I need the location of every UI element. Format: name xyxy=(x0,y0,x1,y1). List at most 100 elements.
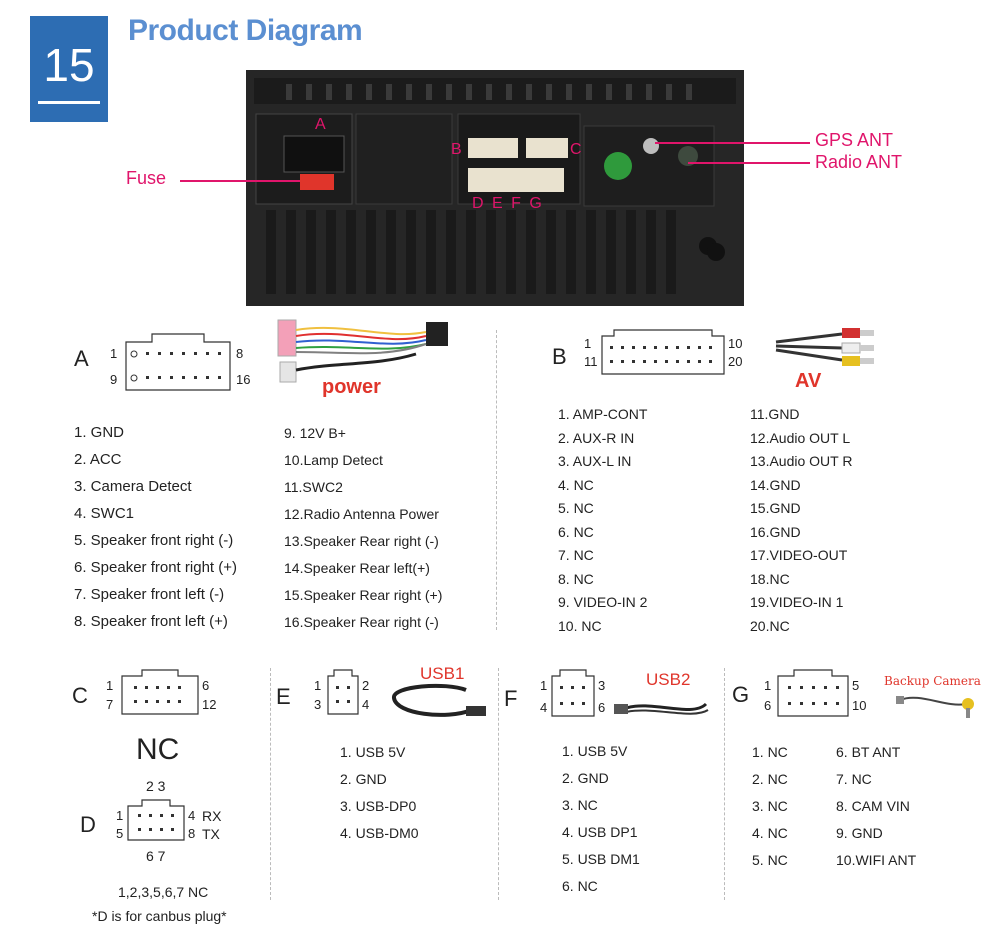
list-item: 19.VIDEO-IN 1 xyxy=(750,594,844,610)
connector-a-list-1: 1. GND 2. ACC 3. Camera Detect 4. SWC1 5… xyxy=(74,424,237,640)
divider-3 xyxy=(724,668,725,900)
connector-g-letter: G xyxy=(732,682,750,707)
power-harness-image xyxy=(277,319,448,383)
connector-b-list-1: 1. AMP-CONT 2. AUX-R IN 3. AUX-L IN 4. N… xyxy=(558,406,647,641)
list-item: 1. USB 5V xyxy=(340,744,406,760)
connector-d-pinout xyxy=(127,799,185,841)
connector-b-letter: B xyxy=(552,344,567,369)
list-item: 10.Lamp Detect xyxy=(284,452,383,468)
connector-c-pin-br: 12 xyxy=(202,697,217,712)
gps-ant-label: GPS ANT xyxy=(815,130,894,150)
connector-e-pin-bl: 3 xyxy=(314,697,322,712)
radio-ant-label: Radio ANT xyxy=(815,152,903,172)
av-cable-image xyxy=(775,328,874,366)
connector-b-list-2: 11.GND 12.Audio OUT L 13.Audio OUT R 14.… xyxy=(750,406,852,641)
list-item: 16.GND xyxy=(750,523,801,540)
connector-c-pin-tl: 1 xyxy=(106,678,114,693)
connector-f-pin-tr: 3 xyxy=(598,678,606,693)
connector-d-note-nc: 1,2,3,5,6,7 NC xyxy=(118,884,209,900)
list-item: 4. NC xyxy=(752,825,788,841)
connector-f-pinout xyxy=(551,669,595,717)
power-label: power xyxy=(322,376,381,398)
list-item: 14.GND xyxy=(750,476,801,493)
list-item: 3. USB-DP0 xyxy=(340,798,417,814)
gps-leader-line xyxy=(655,142,810,144)
list-item: 16.Speaker Rear right (-) xyxy=(284,614,439,630)
photo-label-defg: D E F G xyxy=(472,195,544,212)
connector-g-list-1: 1. NC 2. NC 3. NC 4. NC 5. NC xyxy=(752,744,788,879)
connector-e-letter: E xyxy=(276,684,291,709)
list-item: 15.Speaker Rear right (+) xyxy=(284,587,443,603)
connector-f-pin-bl: 4 xyxy=(540,700,548,715)
list-item: 11.GND xyxy=(750,406,800,422)
usb2-cable-image xyxy=(614,702,709,715)
connector-g-pin-bl: 6 xyxy=(764,698,772,713)
list-item: 9. GND xyxy=(836,825,883,841)
list-item: 11.SWC2 xyxy=(284,479,343,495)
usb2-label: USB2 xyxy=(646,670,691,689)
list-item: 4. USB DP1 xyxy=(562,824,638,840)
list-item: 2. AUX-R IN xyxy=(558,429,635,446)
connector-b-pin-tl: 1 xyxy=(584,336,592,351)
list-item: 12.Radio Antenna Power xyxy=(284,506,439,522)
connector-e-pin-br: 4 xyxy=(362,697,370,712)
photo-label-c: C xyxy=(570,141,582,158)
list-item: 9. VIDEO-IN 2 xyxy=(558,594,648,610)
list-item: 4. NC xyxy=(558,476,594,493)
connector-g-pin-tl: 1 xyxy=(764,678,772,693)
connector-d-note-canbus: *D is for canbus plug* xyxy=(92,908,227,924)
connector-d-pin-tl: 1 xyxy=(116,808,124,823)
connector-d-tx: TX xyxy=(202,826,220,842)
list-item: 14.Speaker Rear left(+) xyxy=(284,560,430,576)
list-item: 5. NC xyxy=(752,852,788,868)
list-item: 17.VIDEO-OUT xyxy=(750,547,848,563)
connector-d-pin-bl: 5 xyxy=(116,826,124,841)
list-item: 1. GND xyxy=(74,424,125,441)
list-item: 3. NC xyxy=(562,797,598,813)
divider-2 xyxy=(498,668,499,900)
list-item: 1. NC xyxy=(752,744,788,760)
section-number: 15 xyxy=(43,39,95,91)
connector-d-pin-bottom: 6 7 xyxy=(146,848,166,864)
fuse-label: Fuse xyxy=(126,168,167,188)
connector-d-pin-tr: 4 xyxy=(188,808,196,823)
list-item: 6. Speaker front right (+) xyxy=(74,559,237,576)
list-item: 7. NC xyxy=(558,547,594,563)
list-item: 5. NC xyxy=(558,500,594,516)
list-item: 5. USB DM1 xyxy=(562,851,640,867)
backup-camera-label: Backup Camera xyxy=(884,674,981,688)
connector-a-pinout xyxy=(125,333,231,391)
list-item: 2. GND xyxy=(562,770,609,786)
list-item: 8. NC xyxy=(558,570,594,587)
connector-e-pin-tl: 1 xyxy=(314,678,322,693)
list-item: 10. NC xyxy=(558,617,602,634)
list-item: 6. BT ANT xyxy=(836,744,901,760)
connector-c-pin-bl: 7 xyxy=(106,697,114,712)
connector-a-pin-bl: 9 xyxy=(110,372,118,387)
list-item: 15.GND xyxy=(750,500,801,516)
list-item: 13.Audio OUT R xyxy=(750,453,853,469)
connector-c-pinout xyxy=(121,669,199,715)
list-item: 8. CAM VIN xyxy=(836,798,910,814)
list-item: 5. Speaker front right (-) xyxy=(74,532,234,549)
connector-b-pinout xyxy=(601,329,725,375)
list-item: 7. Speaker front left (-) xyxy=(74,586,225,603)
connector-g-pin-tr: 5 xyxy=(852,678,860,693)
av-label: AV xyxy=(795,370,822,392)
list-item: 4. SWC1 xyxy=(74,505,135,522)
connector-f-pin-br: 6 xyxy=(598,700,606,715)
radio-leader-line xyxy=(688,162,810,164)
list-item: 3. NC xyxy=(752,798,788,814)
backup-camera-cable-image xyxy=(896,696,974,718)
list-item: 6. NC xyxy=(558,523,594,540)
list-item: 1. AMP-CONT xyxy=(558,406,648,422)
connector-c-letter: C xyxy=(72,683,88,708)
page-title: Product Diagram xyxy=(128,14,363,47)
connector-e-pinout xyxy=(327,669,359,715)
connector-b-pin-bl: 11 xyxy=(584,354,598,369)
connector-g-list-2: 6. BT ANT 7. NC 8. CAM VIN 9. GND 10.WIF… xyxy=(836,744,916,879)
connector-e-pin-tr: 2 xyxy=(362,678,370,693)
list-item: 3. Camera Detect xyxy=(74,478,192,495)
connector-d-letter: D xyxy=(80,812,96,837)
list-item: 2. GND xyxy=(340,771,387,787)
